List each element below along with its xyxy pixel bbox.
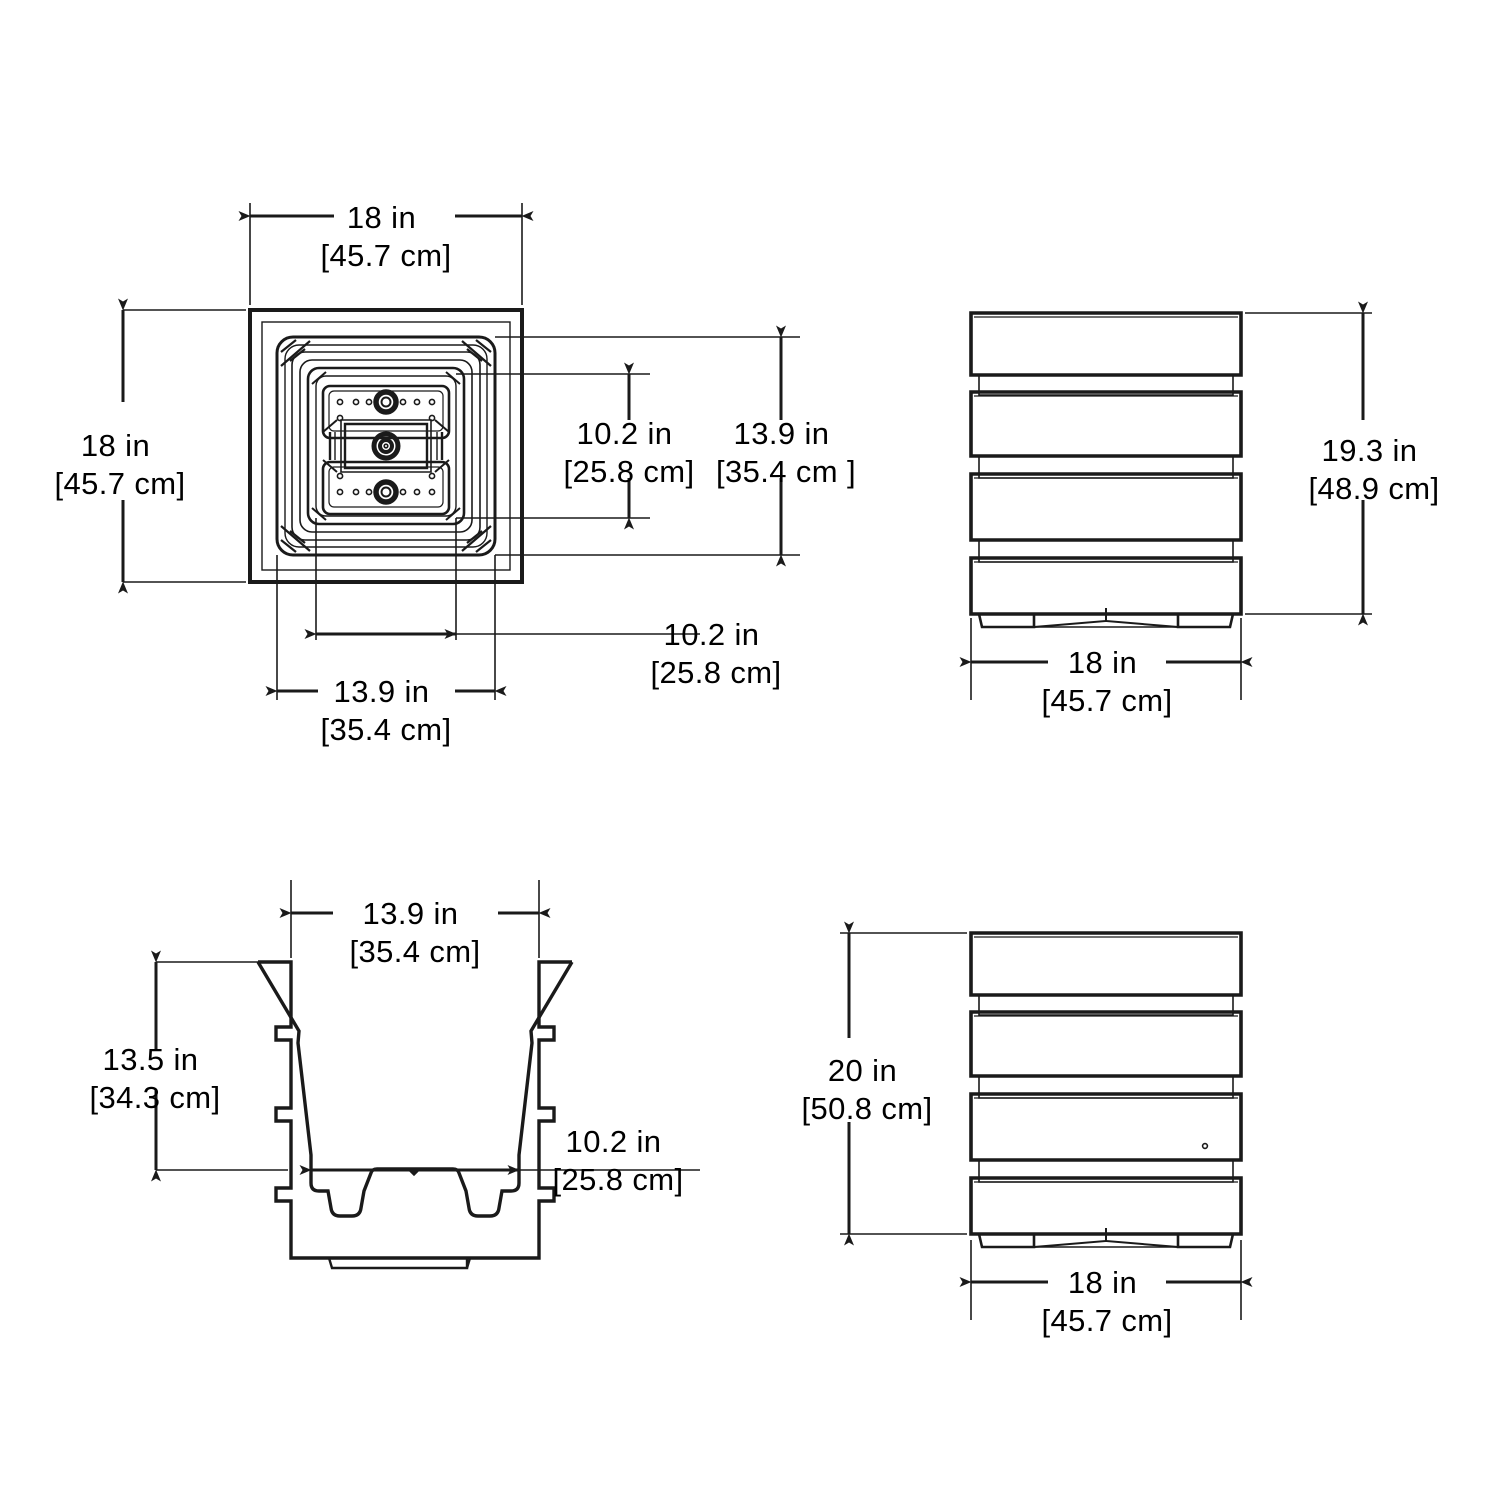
section-inner-wall-right [517,961,574,1170]
top-view-vent-holes-lower [336,472,436,496]
dim-section-bottom-width: 10.2 in [25.8 cm] [552,1124,683,1197]
section-dimension-arrows [151,908,551,1182]
top-view-center-plate [343,422,429,470]
top-view-outer-square [248,308,524,584]
dim-top-view-mid-vertical: 13.9 in [35.4 cm ] [716,416,856,489]
top-view-corner-bevels-inner [311,371,461,521]
side-elevation-view-alt [969,931,1243,1249]
cross-section-view [256,960,574,1270]
side-view-band-4 [969,556,1243,616]
dim-top-view-height: 18 in [45.7 cm] [54,428,185,501]
top-view-shoulder-square [261,321,511,571]
side-view-recess-1 [978,374,1234,396]
side-view-extension-lines [970,312,1372,700]
dim-section-top-width: 13.9 in [35.4 cm] [349,896,480,969]
top-view-lower-pad-inner [328,466,444,508]
dim-side-view-height: 19.3 in [48.9 cm] [1308,433,1439,506]
top-view-rim-outer [275,335,497,557]
top-view [248,308,524,584]
side-view-alt-band-4 [969,1176,1243,1236]
top-view-rim-second [291,351,481,541]
top-view-vent-holes-upper [336,398,436,422]
top-view-rim-third-inner [315,375,457,517]
side-view-dimension-arrows [959,301,1368,667]
top-view-boss-top [373,389,399,415]
side-view-alt-recess-1 [978,994,1234,1016]
side-view-alt-drain-hole [1201,1142,1209,1150]
side-view-alt-band-3 [969,1092,1243,1162]
section-inner-wall-left [256,961,313,1170]
top-view-boss-bottom [373,479,399,505]
side-view-alt-dimension-arrows [844,921,1253,1287]
dim-top-view-inner-vertical: 10.2 in [25.8 cm] [563,416,694,489]
side-view-base-foot [977,608,1235,629]
side-view-band-3 [969,472,1243,542]
top-view-plus-bevels [322,419,450,473]
top-view-center-plate-outer [340,419,432,473]
side-elevation-view [969,311,1243,629]
top-view-rim-third [306,366,466,526]
top-view-upper-pad-inner [328,390,444,432]
side-view-band-1 [969,311,1243,377]
dim-top-view-mid-horizontal: 13.9 in [35.4 cm] [320,674,451,747]
side-view-alt-band-1 [969,931,1243,997]
dim-top-view-inner-horizontal: 10.2 in [25.8 cm] [650,617,781,690]
top-view-rim-second-inner [299,359,473,533]
side-view-band-2 [969,390,1243,458]
section-bottom-floor [309,1167,521,1218]
section-extension-lines [156,880,700,1171]
dim-side-view-alt-height: 20 in [50.8 cm] [801,1053,932,1126]
dim-top-view-width: 18 in [45.7 cm] [320,200,451,273]
dim-section-depth: 13.5 in [34.3 cm] [89,1042,220,1115]
dim-side-view-width: 18 in [45.7 cm] [1041,645,1172,718]
top-view-rim-outer-inner-edge [284,344,488,548]
top-view-lower-pad [321,460,451,516]
dim-side-view-alt-width: 18 in [45.7 cm] [1041,1265,1172,1338]
side-view-alt-base-foot [977,1228,1235,1249]
side-view-alt-band-2 [969,1010,1243,1078]
top-view-corner-bevels [280,339,492,553]
section-base-lip [327,1257,472,1270]
top-view-dimension-arrows [118,211,786,696]
section-outer-profile [258,960,572,1260]
side-view-alt-extension-lines [840,932,1242,1320]
top-view-boss-center [371,431,401,461]
